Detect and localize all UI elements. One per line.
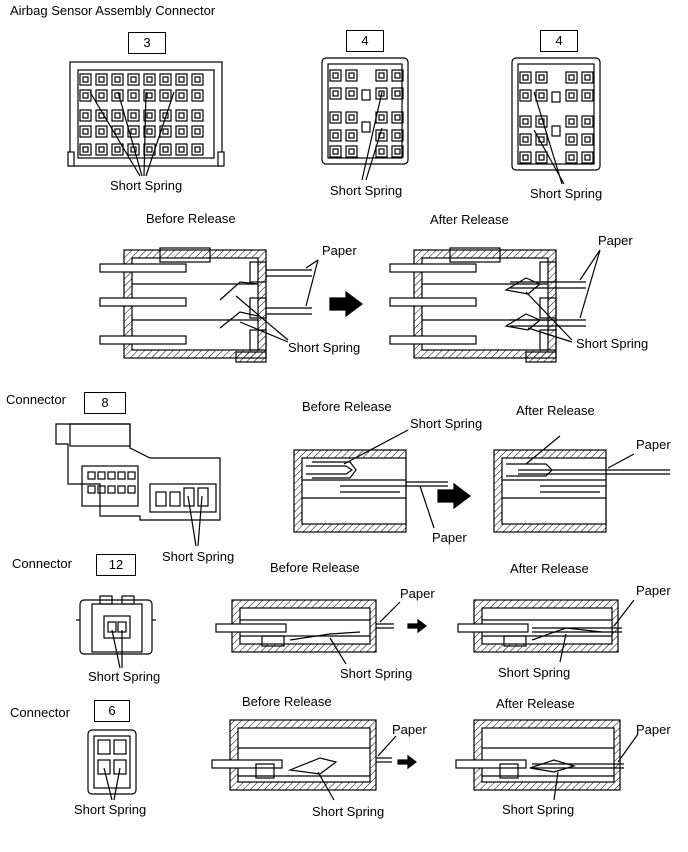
before-release-section-connector-8	[306, 429, 448, 529]
before-release-label: Before Release	[302, 399, 392, 414]
short-spring-label: Short Spring	[498, 665, 571, 680]
short-spring-label: Short Spring	[530, 186, 603, 201]
after-release-section-connector-12	[457, 599, 635, 663]
after-release-label: After Release	[516, 403, 595, 418]
short-spring-label: Short Spring	[576, 336, 649, 351]
connector-6-drawing	[87, 729, 137, 801]
before-release-label: Before Release	[242, 694, 332, 709]
after-release-label: After Release	[496, 696, 575, 711]
after-release-section-connector-6	[455, 719, 639, 801]
connector-12-drawing	[76, 595, 156, 669]
short-spring-label: Short Spring	[502, 802, 575, 817]
paper-label: Paper	[636, 722, 671, 737]
connector-number-8: 8	[84, 392, 126, 414]
paper-label: Paper	[598, 233, 633, 248]
connector-8-drawing	[55, 423, 221, 547]
paper-label: Paper	[432, 530, 467, 545]
connector-4a-drawing	[321, 57, 409, 181]
short-spring-label: Short Spring	[162, 549, 235, 564]
after-release-label: After Release	[430, 212, 509, 227]
connector-label: Connector	[6, 392, 66, 407]
short-spring-label: Short Spring	[330, 183, 403, 198]
paper-label: Paper	[322, 243, 357, 258]
paper-label: Paper	[636, 583, 671, 598]
arrow-right-icon	[329, 290, 363, 318]
short-spring-label: Short Spring	[110, 178, 183, 193]
before-release-section-large	[219, 259, 319, 343]
after-release-label: After Release	[510, 561, 589, 576]
before-release-section-connector-6	[287, 735, 397, 801]
short-spring-label: Short Spring	[88, 669, 161, 684]
connector-number-4b: 4	[540, 30, 578, 52]
short-spring-label: Short Spring	[340, 666, 413, 681]
connector-3-drawing	[67, 61, 225, 177]
short-spring-label: Short Spring	[410, 416, 483, 431]
connector-number-4a: 4	[346, 30, 384, 52]
paper-label: Paper	[392, 722, 427, 737]
connector-number-12: 12	[96, 554, 136, 576]
arrow-right-icon	[407, 618, 427, 634]
short-spring-label: Short Spring	[312, 804, 385, 819]
connector-label: Connector	[10, 705, 70, 720]
connector-number-3: 3	[128, 32, 166, 54]
page-title: Airbag Sensor Assembly Connector	[10, 3, 216, 18]
after-release-section-connector-8	[493, 435, 670, 533]
before-release-section-connector-12	[289, 601, 401, 665]
arrow-right-icon	[397, 754, 417, 770]
paper-label: Paper	[636, 437, 671, 452]
connector-number-6: 6	[94, 700, 130, 722]
paper-label: Paper	[400, 586, 435, 601]
connector-4b-drawing	[511, 57, 601, 185]
arrow-right-icon	[437, 482, 471, 510]
short-spring-label: Short Spring	[288, 340, 361, 355]
connector-label: Connector	[12, 556, 72, 571]
before-release-label: Before Release	[270, 560, 360, 575]
before-release-label: Before Release	[146, 211, 236, 226]
after-release-section-large	[389, 247, 601, 363]
short-spring-label: Short Spring	[74, 802, 147, 817]
